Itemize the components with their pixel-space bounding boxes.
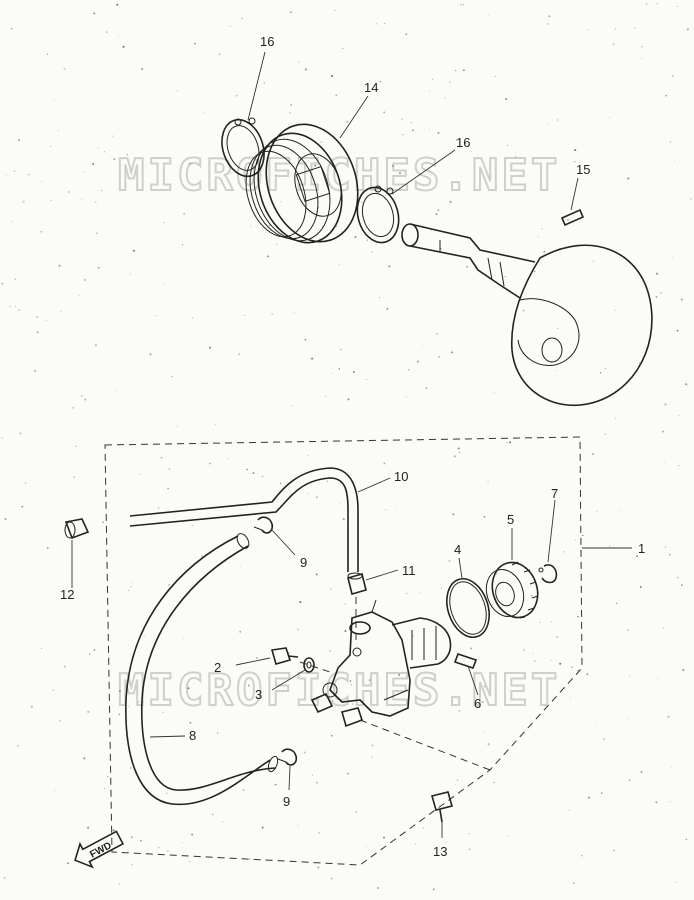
oil-pump-body bbox=[310, 599, 452, 728]
callout-12: 12 bbox=[60, 587, 74, 602]
hose-end-cap bbox=[64, 518, 90, 540]
callout-5: 5 bbox=[507, 512, 514, 527]
circlip-right bbox=[356, 185, 400, 244]
gear-circlip bbox=[538, 564, 558, 584]
callout-8: 8 bbox=[189, 728, 196, 743]
callout-6: 6 bbox=[474, 696, 481, 711]
leader-6 bbox=[467, 665, 479, 696]
mounting-bolt bbox=[431, 791, 453, 823]
fwd-label: FWD bbox=[88, 840, 113, 860]
gear-case-cover bbox=[510, 244, 653, 406]
screw-washer bbox=[303, 657, 315, 673]
callout-10: 10 bbox=[394, 469, 408, 484]
forward-arrow-icon: FWD bbox=[74, 830, 125, 869]
o-ring bbox=[446, 578, 490, 638]
pulley bbox=[245, 123, 359, 244]
pump-pin bbox=[453, 652, 478, 670]
callout-14: 14 bbox=[364, 80, 378, 95]
leader-15 bbox=[570, 177, 579, 211]
pump-drive-gear bbox=[485, 561, 539, 619]
circlip-left bbox=[221, 117, 265, 178]
callout-11: 11 bbox=[402, 563, 416, 578]
callout-15: 15 bbox=[576, 162, 590, 177]
watermark-bottom: MICROFICHES.NET bbox=[118, 665, 560, 716]
hose-lower bbox=[125, 533, 279, 806]
callout-9-upper: 9 bbox=[300, 555, 307, 570]
leader-9a bbox=[271, 529, 296, 556]
callout-9-lower: 9 bbox=[283, 794, 290, 809]
watermark-top: MICROFICHES.NET bbox=[118, 150, 560, 201]
hose-clip-upper bbox=[253, 516, 274, 534]
hose-joint bbox=[347, 572, 367, 595]
callout-3: 3 bbox=[255, 687, 262, 702]
callout-16-upper-left: 16 bbox=[260, 34, 274, 49]
callout-4: 4 bbox=[454, 542, 461, 557]
axis-line-screw bbox=[299, 661, 331, 673]
leader-7 bbox=[547, 499, 556, 563]
leader-14 bbox=[339, 95, 369, 139]
leader-10 bbox=[357, 477, 391, 493]
kit-boundary bbox=[104, 436, 583, 866]
callout-1: 1 bbox=[638, 541, 645, 556]
dowel-pin bbox=[560, 208, 585, 227]
leader-9b bbox=[288, 765, 291, 791]
leader-4 bbox=[458, 557, 463, 579]
leader-16b bbox=[391, 149, 456, 195]
axis-line-bolt bbox=[359, 719, 491, 771]
leader-3 bbox=[271, 669, 306, 691]
leader-16a bbox=[247, 51, 266, 121]
callout-13: 13 bbox=[433, 844, 447, 859]
hose-clip-lower bbox=[277, 748, 298, 766]
leader-11 bbox=[365, 569, 399, 581]
leader-2 bbox=[235, 657, 271, 666]
callout-16-right: 16 bbox=[456, 135, 470, 150]
pump-screw bbox=[270, 647, 299, 665]
drive-shaft bbox=[401, 223, 536, 299]
callout-7: 7 bbox=[551, 486, 558, 501]
callout-2: 2 bbox=[214, 660, 221, 675]
hose-upper bbox=[129, 467, 359, 572]
leader-8 bbox=[149, 735, 186, 738]
